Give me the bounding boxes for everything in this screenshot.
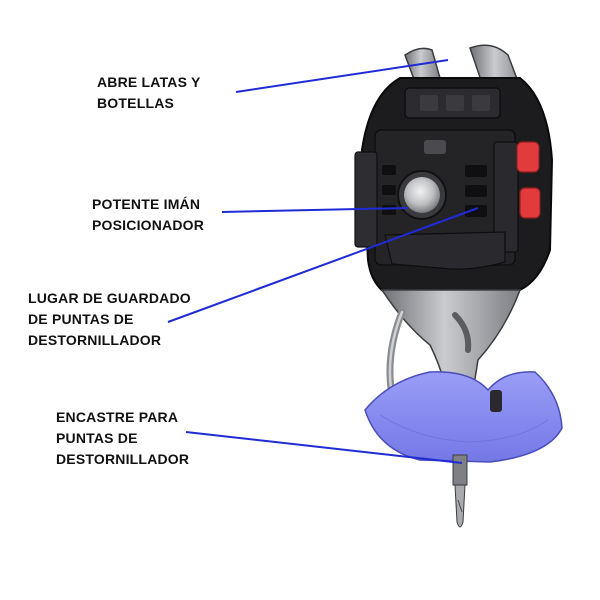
leader-line-bit-storage — [167, 207, 479, 323]
red-switch-icon — [516, 141, 541, 219]
callout-line: ENCASTRE PARA — [56, 409, 179, 425]
callout-line: DESTORNILLADOR — [56, 451, 190, 467]
callout-bottle-opener: ABRE LATAS Y BOTELLAS — [97, 72, 201, 114]
leader-lines — [167, 59, 479, 464]
callout-bit-holder: ENCASTRE PARA PUNTAS DE DESTORNILLADOR — [56, 407, 189, 470]
screwdriver-bit-icon — [452, 454, 468, 528]
callout-line: DE PUNTAS DE — [28, 311, 134, 327]
leader-line-bit-holder — [185, 431, 463, 464]
bit-holder-grip — [364, 371, 563, 463]
callout-line: ABRE LATAS Y — [97, 74, 201, 90]
callout-line: LUGAR DE GUARDADO — [28, 290, 191, 306]
leader-line-magnet — [221, 207, 409, 213]
tool-body — [354, 77, 554, 302]
callout-bit-storage: LUGAR DE GUARDADO DE PUNTAS DE DESTORNIL… — [28, 288, 191, 351]
callout-line: POTENTE IMÁN — [92, 196, 201, 212]
leader-line-bottle-opener — [235, 59, 449, 93]
callout-line: DESTORNILLADOR — [28, 332, 162, 348]
callout-line: BOTELLAS — [97, 95, 175, 111]
magnet-icon — [397, 140, 447, 220]
callout-magnet: POTENTE IMÁN POSICIONADOR — [92, 194, 204, 236]
callout-line: POSICIONADOR — [92, 217, 205, 233]
callout-line: PUNTAS DE — [56, 430, 138, 446]
